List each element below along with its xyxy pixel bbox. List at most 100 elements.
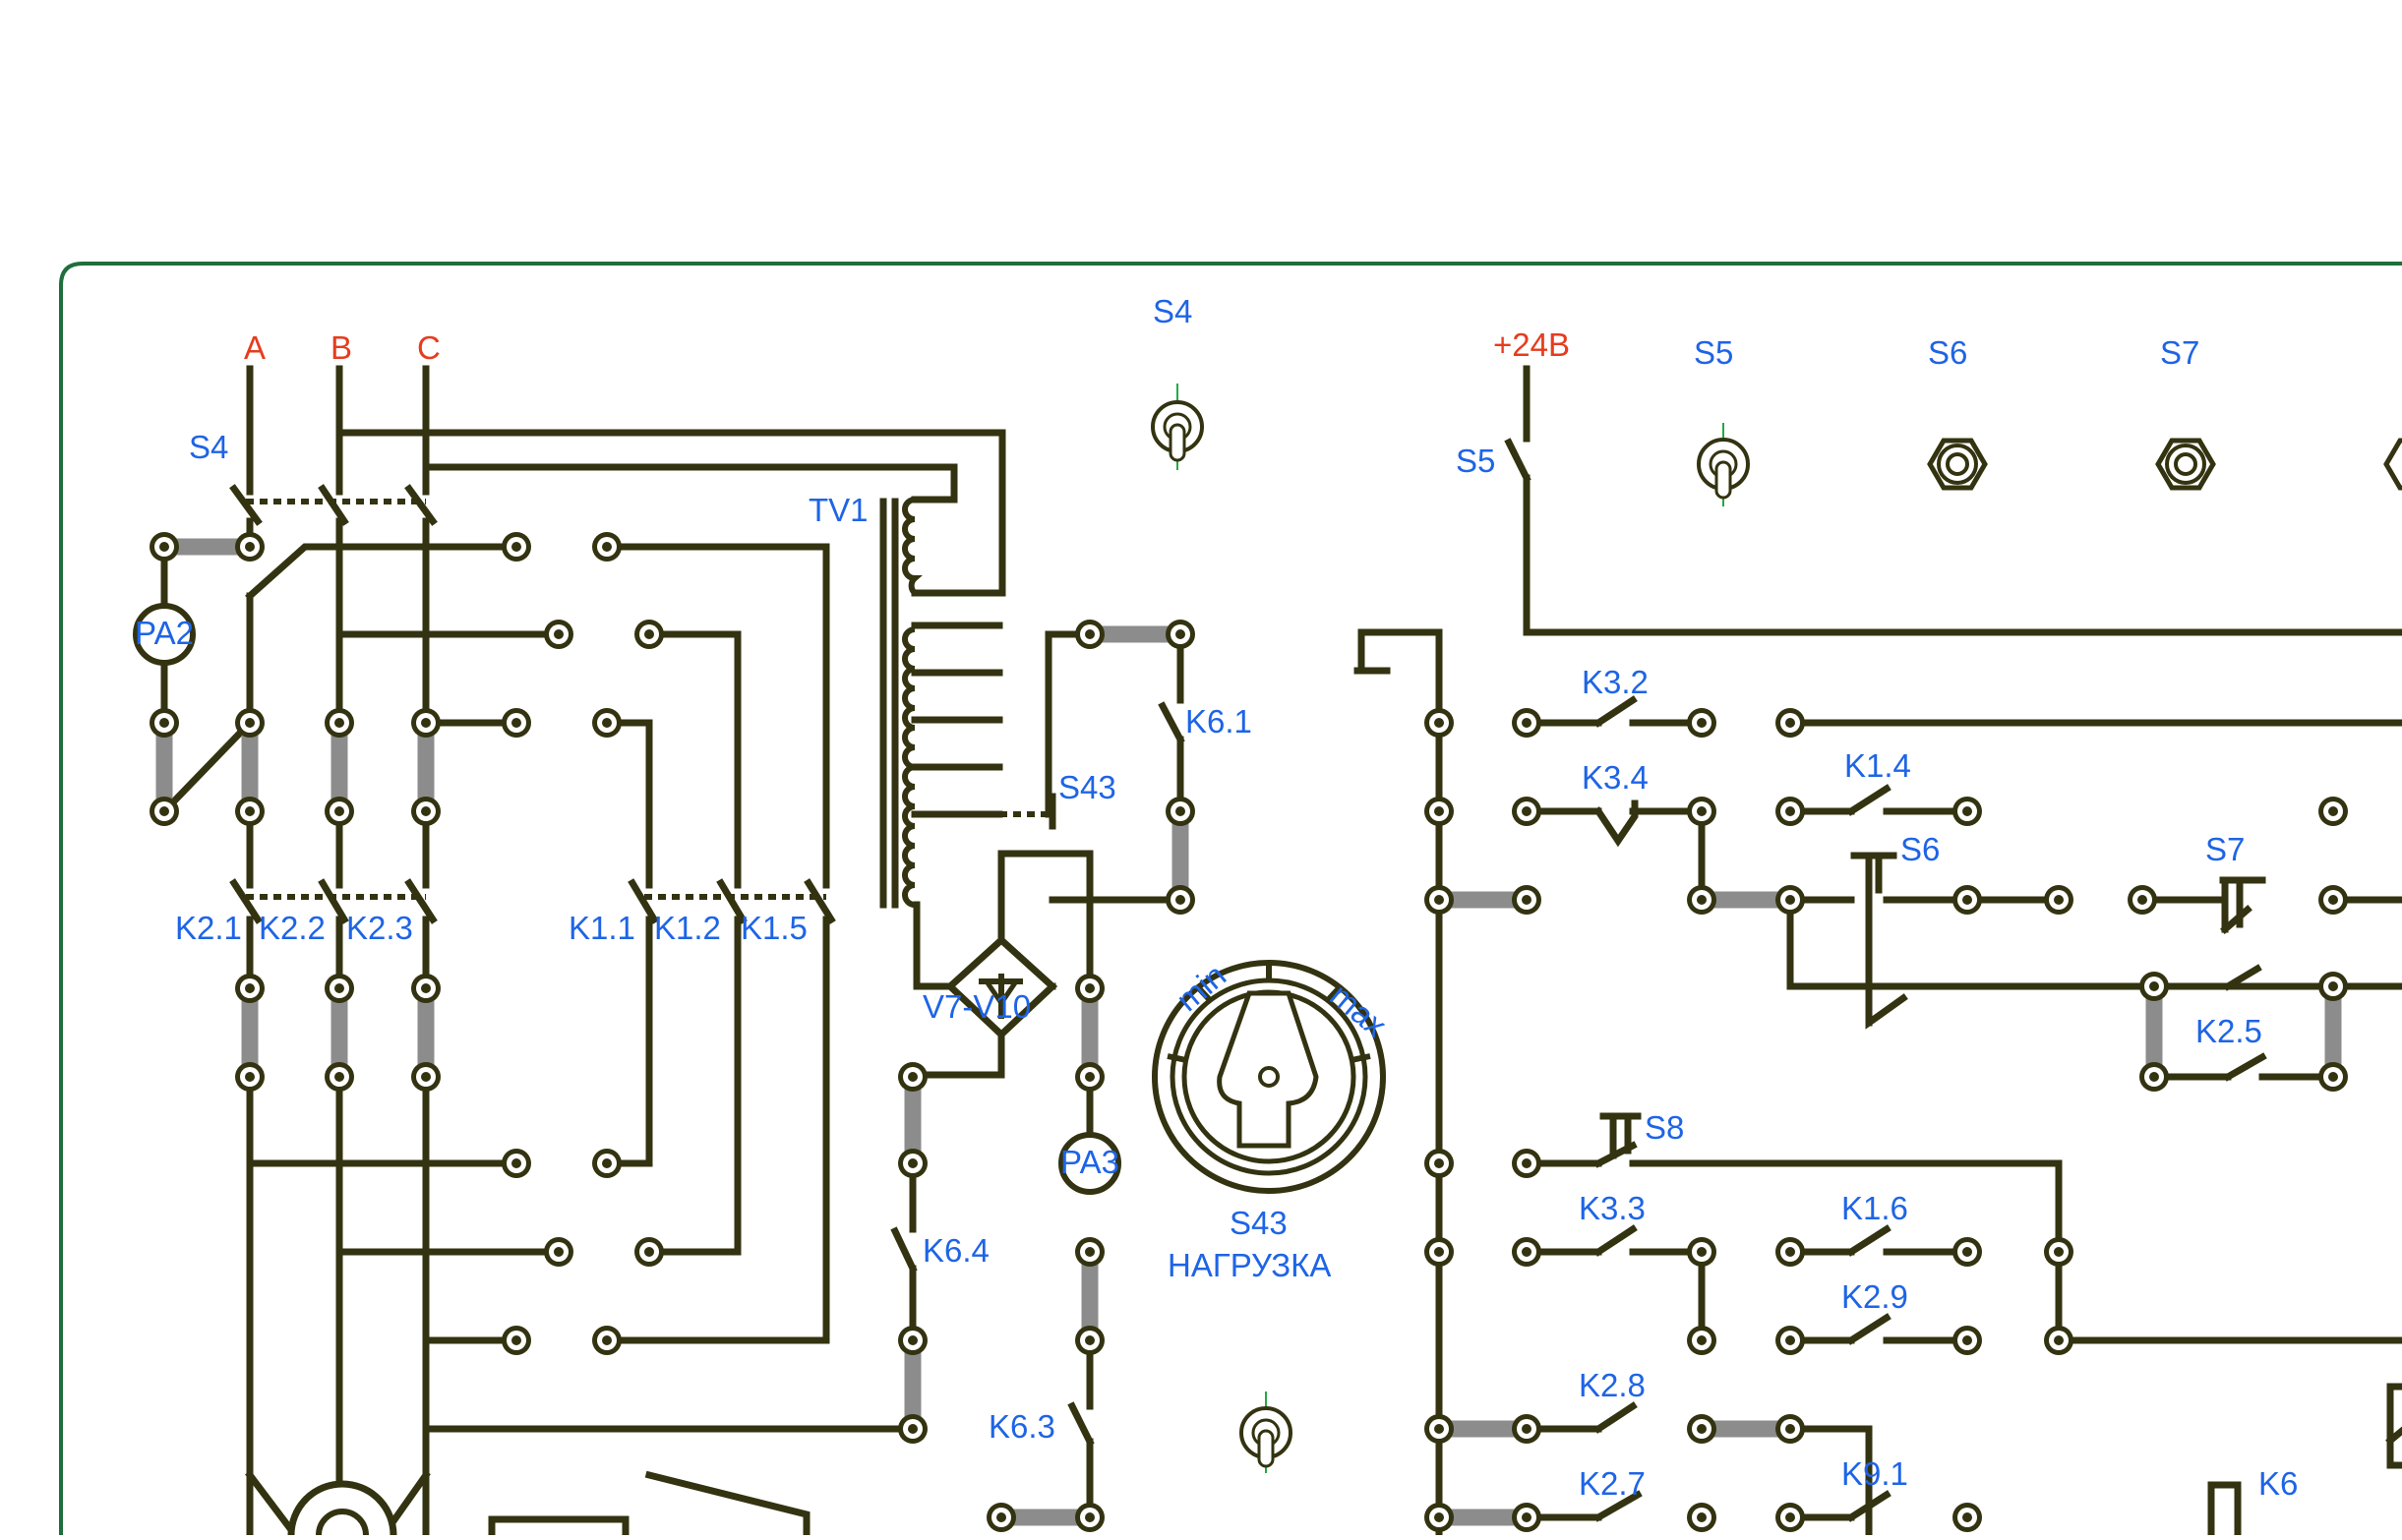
terminal-socket[interactable] — [1424, 708, 1454, 738]
terminal-socket[interactable] — [592, 1149, 622, 1178]
terminal-socket[interactable] — [1775, 885, 1805, 915]
terminal-socket[interactable] — [1512, 1414, 1541, 1444]
label-k2-7: K2.7 — [1579, 1465, 1646, 1502]
terminal-socket[interactable] — [898, 1062, 928, 1092]
terminal-socket[interactable] — [1424, 1237, 1454, 1267]
terminal-socket[interactable] — [592, 532, 622, 562]
toggle-switch-s4[interactable] — [1151, 384, 1204, 470]
push-button-s6[interactable] — [1927, 438, 1988, 491]
terminal-socket[interactable] — [1424, 1503, 1454, 1532]
push-button-s7[interactable] — [2155, 438, 2216, 491]
terminal-socket[interactable] — [1166, 797, 1195, 826]
terminal-socket[interactable] — [235, 708, 265, 738]
terminal-socket[interactable] — [1775, 1326, 1805, 1355]
terminal-socket[interactable] — [592, 708, 622, 738]
toggle-switch-bottom[interactable] — [1239, 1392, 1292, 1473]
terminal-socket[interactable] — [1775, 1414, 1805, 1444]
terminal-socket[interactable] — [1952, 1237, 1982, 1267]
terminal-socket[interactable] — [1775, 797, 1805, 826]
terminal-socket[interactable] — [1512, 797, 1541, 826]
terminal-socket[interactable] — [502, 708, 531, 738]
terminal-socket[interactable] — [325, 974, 354, 1003]
terminal-socket[interactable] — [1512, 1149, 1541, 1178]
terminal-socket[interactable] — [1775, 708, 1805, 738]
terminal-socket[interactable] — [1687, 797, 1716, 826]
terminal-socket[interactable] — [502, 1149, 531, 1178]
terminal-socket[interactable] — [1424, 1414, 1454, 1444]
terminal-socket[interactable] — [634, 620, 664, 649]
terminal-socket[interactable] — [1075, 1062, 1105, 1092]
terminal-socket[interactable] — [1952, 797, 1982, 826]
terminal-socket[interactable] — [1687, 885, 1716, 915]
terminal-socket[interactable] — [1075, 1326, 1105, 1355]
terminal-socket[interactable] — [2044, 1326, 2073, 1355]
terminal-socket[interactable] — [1952, 1503, 1982, 1532]
terminal-socket[interactable] — [1952, 885, 1982, 915]
terminal-socket[interactable] — [1075, 974, 1105, 1003]
label-k6-1: K6.1 — [1185, 703, 1252, 740]
labels: A B C S4 S4 TV1 S43 S43 НАГРУЗКА K6.1 V7… — [175, 293, 2298, 1502]
terminal-socket[interactable] — [1775, 1237, 1805, 1267]
terminal-socket[interactable] — [1512, 1237, 1541, 1267]
terminal-socket[interactable] — [1687, 1237, 1716, 1267]
terminal-socket[interactable] — [2318, 972, 2348, 1001]
label-k6-4: K6.4 — [923, 1232, 990, 1269]
terminal-socket[interactable] — [544, 1237, 573, 1267]
terminal-socket[interactable] — [898, 1149, 928, 1178]
terminal-socket[interactable] — [411, 974, 441, 1003]
terminal-socket[interactable] — [634, 1237, 664, 1267]
terminal-socket[interactable] — [1424, 885, 1454, 915]
terminal-socket[interactable] — [2128, 885, 2157, 915]
terminal-socket[interactable] — [2318, 1062, 2348, 1092]
terminal-socket[interactable] — [1687, 1503, 1716, 1532]
terminal-socket[interactable] — [2318, 797, 2348, 826]
terminal-socket[interactable] — [235, 532, 265, 562]
terminal-socket[interactable] — [1512, 885, 1541, 915]
terminal-socket[interactable] — [150, 797, 179, 826]
terminal-socket[interactable] — [502, 1326, 531, 1355]
push-button-s8[interactable] — [2383, 438, 2402, 491]
load-selector-s43[interactable]: min max — [1152, 957, 1394, 1194]
terminal-socket[interactable] — [987, 1503, 1016, 1532]
terminal-socket[interactable] — [235, 974, 265, 1003]
terminal-socket[interactable] — [2044, 1237, 2073, 1267]
terminal-socket[interactable] — [1687, 708, 1716, 738]
terminal-socket[interactable] — [325, 797, 354, 826]
terminal-socket[interactable] — [1075, 1237, 1105, 1267]
terminal-socket[interactable] — [1687, 1414, 1716, 1444]
terminal-socket[interactable] — [2044, 885, 2073, 915]
terminal-socket[interactable] — [2139, 1062, 2169, 1092]
label-k2-3: K2.3 — [346, 910, 413, 946]
terminal-socket[interactable] — [2139, 972, 2169, 1001]
terminal-socket[interactable] — [1512, 1503, 1541, 1532]
terminal-socket[interactable] — [1512, 708, 1541, 738]
toggle-switch-s5[interactable] — [1697, 423, 1750, 506]
terminal-socket[interactable] — [411, 708, 441, 738]
terminal-socket[interactable] — [235, 1062, 265, 1092]
terminal-socket[interactable] — [1687, 1326, 1716, 1355]
label-k1-6: K1.6 — [1841, 1190, 1908, 1226]
terminal-socket[interactable] — [325, 1062, 354, 1092]
phase-wiring — [159, 365, 1006, 1540]
terminal-socket[interactable] — [1775, 1503, 1805, 1532]
terminal-socket[interactable] — [592, 1326, 622, 1355]
terminal-socket[interactable] — [411, 797, 441, 826]
terminal-socket[interactable] — [411, 1062, 441, 1092]
terminal-socket[interactable] — [325, 708, 354, 738]
terminal-socket[interactable] — [1075, 620, 1105, 649]
terminal-socket[interactable] — [1952, 1326, 1982, 1355]
terminal-socket[interactable] — [898, 1326, 928, 1355]
terminal-socket[interactable] — [1166, 620, 1195, 649]
terminal-socket[interactable] — [150, 708, 179, 738]
terminal-socket[interactable] — [1075, 1503, 1105, 1532]
terminal-socket[interactable] — [150, 532, 179, 562]
terminal-socket[interactable] — [1166, 885, 1195, 915]
terminal-socket[interactable] — [898, 1414, 928, 1444]
terminal-socket[interactable] — [1424, 1149, 1454, 1178]
terminal-socket[interactable] — [2318, 885, 2348, 915]
terminal-socket[interactable] — [1424, 797, 1454, 826]
terminal-socket[interactable] — [502, 532, 531, 562]
terminal-socket[interactable] — [235, 797, 265, 826]
terminal-socket[interactable] — [544, 620, 573, 649]
